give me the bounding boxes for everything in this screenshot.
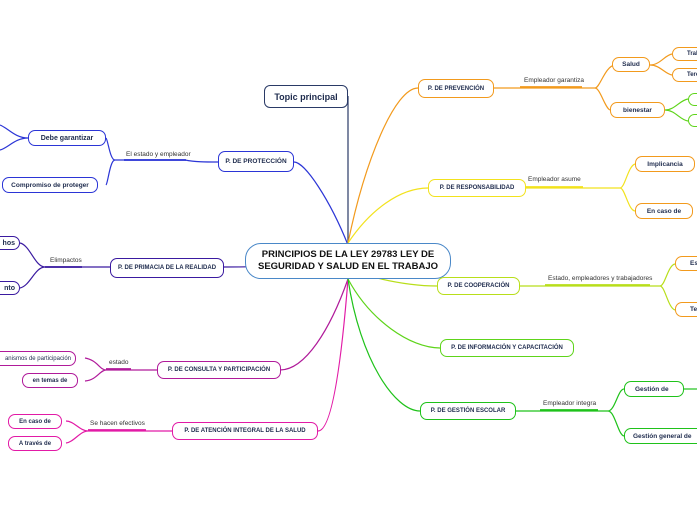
node-en-caso-de-right[interactable]: En caso de — [635, 203, 693, 219]
node-informacion-capacitacion[interactable]: P. DE INFORMACIÓN Y CAPACITACIÓN — [440, 339, 574, 357]
node-consulta[interactable]: P. DE CONSULTA Y PARTICIPACIÓN — [157, 361, 281, 379]
node-proteccion[interactable]: P. DE PROTECCIÓN — [218, 151, 294, 172]
node-bienestar-child-1[interactable] — [688, 93, 697, 106]
topic-principal[interactable]: Topic principal — [264, 85, 348, 108]
node-en-caso-de[interactable]: En caso de — [8, 414, 62, 429]
label-cooperacion: Estado, empleadores y trabajadores — [548, 275, 653, 282]
node-bienestar-child-2[interactable] — [688, 114, 697, 127]
node-primacia-hechos[interactable]: hos — [0, 236, 20, 250]
label-consulta: estado — [109, 359, 129, 366]
proteccion-connector — [293, 161, 349, 246]
node-mecanismos-participacion[interactable]: anismos de participación — [0, 351, 76, 366]
label-responsabilidad: Empleador asume — [528, 176, 581, 183]
node-gestion-escolar[interactable]: P. DE GESTIÓN ESCOLAR — [420, 402, 516, 420]
node-salud-trab[interactable]: Trab — [672, 47, 697, 61]
node-responsabilidad[interactable]: P. DE RESPONSABILIDAD — [428, 179, 526, 197]
node-a-traves-de[interactable]: A través de — [8, 436, 62, 451]
node-bienestar[interactable]: bienestar — [610, 102, 665, 118]
responsabilidad-connector — [347, 187, 429, 244]
node-salud[interactable]: Salud — [612, 57, 650, 72]
node-debe-garantizar[interactable]: Debe garantizar — [28, 130, 106, 146]
prevencion-connector — [347, 87, 419, 244]
node-cooperacion[interactable]: P. DE COOPERACIÓN — [437, 277, 520, 295]
label-prevencion: Empleador garantiza — [524, 77, 584, 84]
node-salud-terc[interactable]: Terc — [672, 68, 697, 82]
informacion-connector — [347, 278, 441, 349]
node-primacia[interactable]: P. DE PRIMACIA DE LA REALIDAD — [110, 258, 224, 278]
node-en-temas-de[interactable]: en temas de — [22, 373, 78, 388]
label-primacia: Elimpactos — [50, 257, 82, 264]
node-compromiso-proteger[interactable]: Compromiso de proteger — [2, 177, 98, 193]
node-gestion-de[interactable]: Gestión de — [624, 381, 684, 397]
label-atencion: Se hacen efectivos — [90, 420, 145, 427]
node-implicancia[interactable]: Implicancia — [635, 156, 695, 172]
central-topic[interactable]: PRINCIPIOS DE LA LEY 29783 LEY DE SEGURI… — [245, 243, 451, 279]
atencion-connector — [317, 278, 349, 432]
node-cooperacion-est[interactable]: Est — [675, 256, 697, 271]
node-gestion-general-de[interactable]: Gestión general de — [624, 428, 697, 444]
node-atencion-integral[interactable]: P. DE ATENCIÓN INTEGRAL DE LA SALUD — [172, 422, 318, 440]
label-gestion: Empleador integra — [543, 400, 597, 407]
node-prevencion[interactable]: P. DE PREVENCIÓN — [418, 79, 494, 98]
gestion-connector — [347, 278, 421, 412]
node-cooperacion-ter[interactable]: Ter — [675, 302, 697, 317]
label-proteccion: El estado y empleador — [126, 151, 191, 158]
node-primacia-nto[interactable]: nto — [0, 281, 20, 295]
consulta-connector — [279, 278, 349, 371]
